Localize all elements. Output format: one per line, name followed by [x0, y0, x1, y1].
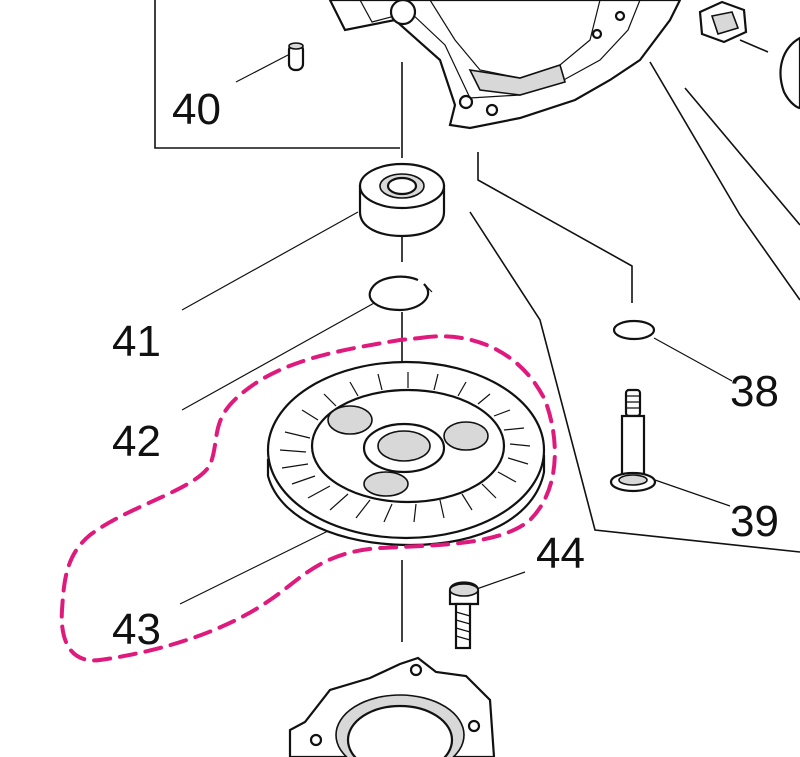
upper-housing — [328, 0, 682, 130]
label-39: 39 — [730, 497, 779, 546]
label-41: 41 — [112, 317, 161, 366]
lower-plate — [288, 656, 496, 757]
side-part-fragment — [779, 36, 800, 110]
label-42: 42 — [112, 417, 161, 466]
label-38: 38 — [730, 367, 779, 416]
bearing-41 — [358, 162, 446, 238]
label-44: 44 — [536, 529, 585, 578]
o-ring-38 — [612, 319, 656, 341]
highlight-outline — [59, 334, 557, 663]
shaft-39 — [609, 388, 657, 493]
label-40: 40 — [172, 85, 221, 134]
nut — [698, 0, 748, 44]
screw-44 — [448, 581, 480, 650]
pin-40 — [287, 42, 305, 72]
fan-disc-43 — [266, 360, 546, 547]
label-43: 43 — [112, 605, 161, 654]
snap-ring-42 — [368, 275, 433, 312]
leader-lines — [179, 54, 733, 605]
